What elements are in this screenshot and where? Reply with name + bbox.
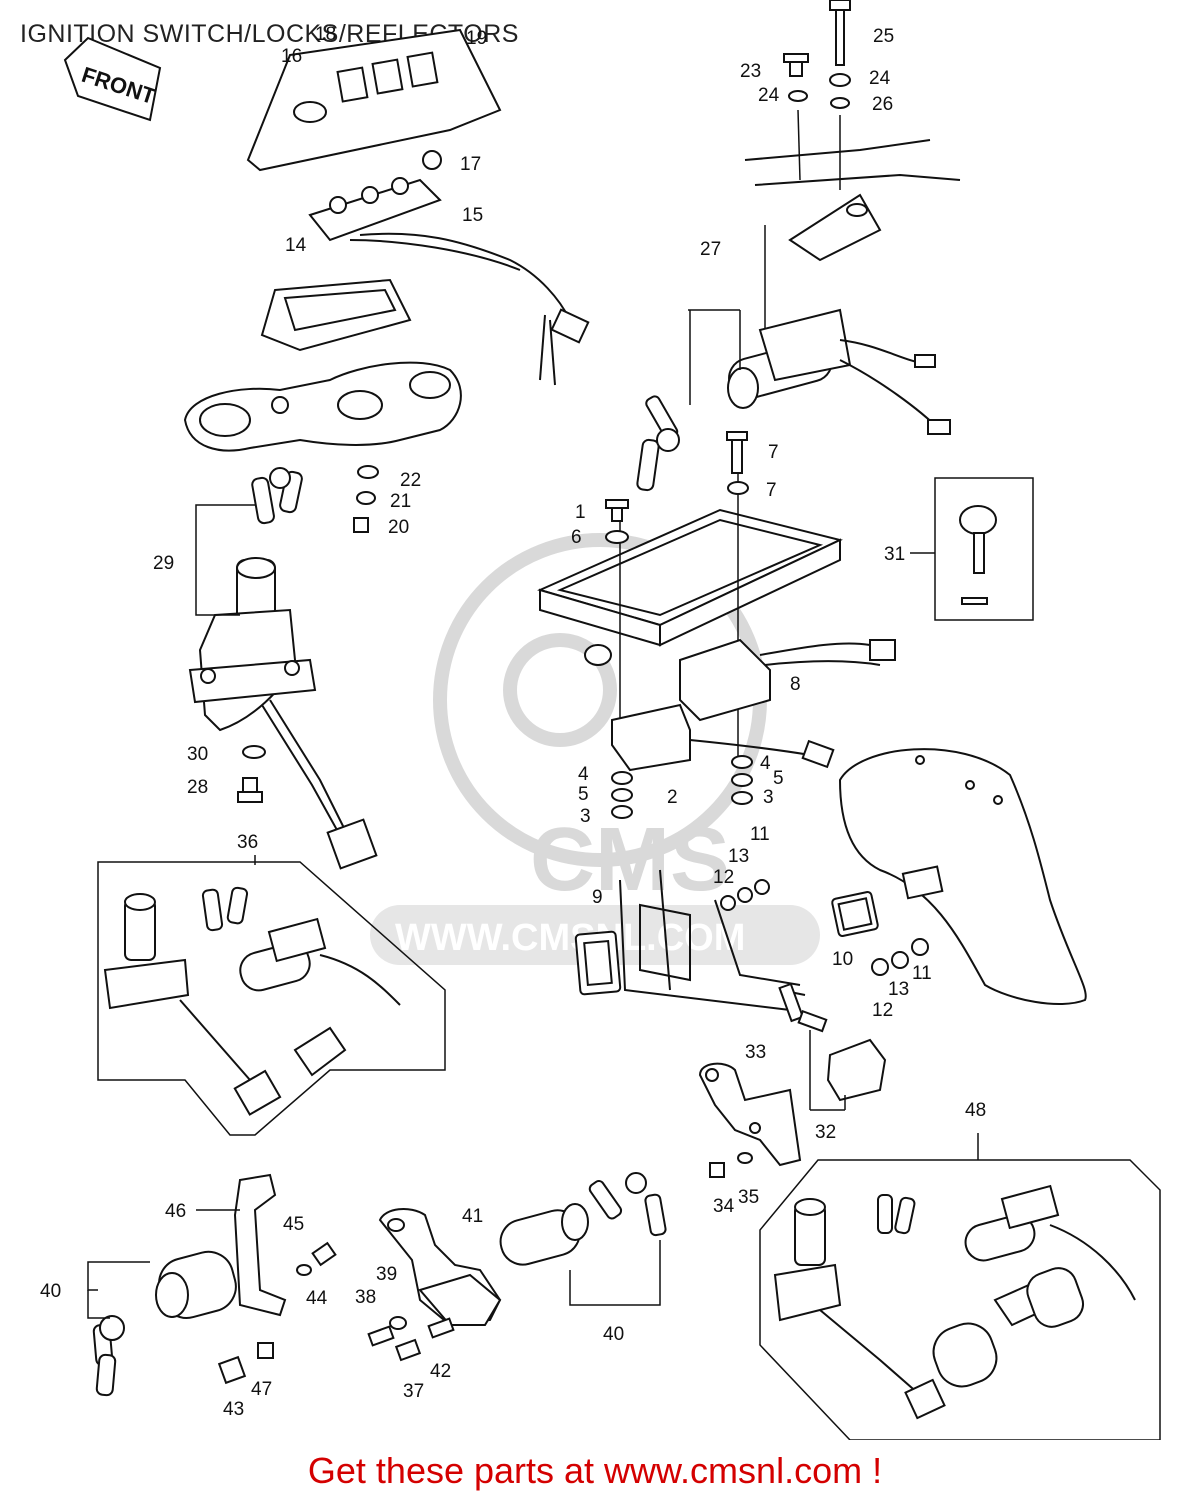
switch-32-part: [778, 982, 887, 1111]
bolt-set-23-26: [783, 0, 851, 190]
callout-label: 11: [912, 963, 932, 984]
callout-label: 45: [283, 1214, 304, 1235]
rear-fender-part: [838, 748, 1087, 1006]
meter-cover-part: [246, 28, 502, 172]
callout-label: 18: [315, 24, 336, 45]
callout-label: 38: [355, 1287, 376, 1308]
ignition-switch-part: [188, 557, 378, 870]
callout-label: 25: [873, 26, 894, 47]
callout-label: 16: [281, 46, 302, 67]
box-2-part: [611, 703, 835, 819]
screw-set-1-6-7: [605, 431, 749, 544]
indicator-board-part: [308, 177, 590, 386]
callout-label: 43: [223, 1399, 244, 1420]
watermark-url: WWW.CMSNL.COM: [395, 917, 745, 959]
callout-label: 46: [165, 1201, 186, 1222]
callout-label: 19: [466, 28, 487, 49]
callout-label: 2: [667, 787, 678, 808]
bolt-washer-part: [237, 745, 266, 803]
callout-label: 5: [578, 784, 589, 805]
callout-label: 23: [740, 61, 761, 82]
plate-bracket-part: [574, 869, 806, 1011]
indicator-bulb-part: [422, 150, 442, 170]
assembly-36-box: [97, 861, 446, 1136]
callout-label: 24: [758, 85, 780, 106]
lock-assembly-40-center: [367, 1172, 667, 1362]
steering-lock-part: [636, 308, 951, 492]
callout-label: 26: [872, 94, 893, 115]
callout-label: 15: [462, 205, 483, 226]
callout-label: 12: [713, 867, 734, 888]
callout-label: 17: [460, 154, 481, 175]
keys-part: [251, 467, 303, 525]
callout-label: 8: [790, 674, 801, 695]
callout-label: 36: [237, 832, 258, 853]
callout-label: 34: [713, 1196, 735, 1217]
footer-parts-link[interactable]: Get these parts at www.cmsnl.com !: [307, 1450, 883, 1491]
exploded-parts-diagram: CMS WWW.CMSNL.COM FRONT: [40, 0, 1161, 1440]
callout-label: 24: [869, 68, 891, 89]
callout-label: 13: [888, 979, 909, 1000]
callout-label: 32: [815, 1122, 836, 1143]
callout-label: 31: [884, 544, 905, 565]
callout-label: 20: [388, 517, 409, 538]
callout-label: 11: [750, 824, 770, 845]
callout-label: 28: [187, 777, 208, 798]
watermark-logo: CMS: [530, 810, 730, 910]
callout-label: 22: [400, 470, 421, 491]
reflector-10-part: [720, 879, 929, 976]
callout-label: 7: [768, 442, 779, 463]
callout-label: 13: [728, 846, 749, 867]
callout-labels: 1 2 3 4 5 6 7 8 9 10 11 12 13 14 15 16 1…: [40, 24, 986, 1420]
callout-label: 3: [763, 787, 774, 808]
callout-label: 5: [773, 768, 784, 789]
callout-label: 48: [965, 1100, 986, 1121]
callout-label: 40: [603, 1324, 624, 1345]
upper-bracket-part: [183, 361, 462, 452]
callout-label: 44: [306, 1288, 328, 1309]
callout-label: 37: [403, 1381, 424, 1402]
callout-label: 27: [700, 239, 721, 260]
frame-section-part: [744, 139, 961, 330]
callout-label: 10: [832, 949, 853, 970]
lock-assembly-40-left: [92, 1173, 337, 1397]
nut-washer-stack-part: [353, 465, 379, 533]
key-31-box: [934, 477, 1034, 621]
callout-label: 14: [285, 235, 307, 256]
callout-label: 12: [872, 1000, 893, 1021]
callout-label: 6: [571, 527, 582, 548]
box-8-part: [679, 638, 896, 722]
callout-label: 1: [575, 502, 586, 523]
callout-label: 3: [580, 806, 591, 827]
callout-label: 33: [745, 1042, 766, 1063]
bracket-33-part: [698, 1062, 802, 1178]
callout-label: 21: [390, 491, 411, 512]
callout-label: 41: [462, 1206, 483, 1227]
assembly-48-box: [759, 1159, 1161, 1440]
callout-label: 47: [251, 1379, 272, 1400]
callout-label: 29: [153, 553, 174, 574]
callout-label: 9: [592, 887, 603, 908]
callout-label: 35: [738, 1187, 759, 1208]
callout-label: 42: [430, 1361, 451, 1382]
leader-lines: [87, 309, 979, 1319]
callout-label: 7: [766, 480, 777, 501]
callout-label: 4: [578, 764, 589, 785]
callout-label: 40: [40, 1281, 61, 1302]
callout-label: 39: [376, 1264, 397, 1285]
callout-label: 30: [187, 744, 208, 765]
tray-part: [537, 468, 843, 760]
meter-housing-part: [260, 278, 412, 352]
callout-label: 4: [760, 753, 771, 774]
front-arrow-icon: FRONT: [63, 36, 162, 122]
